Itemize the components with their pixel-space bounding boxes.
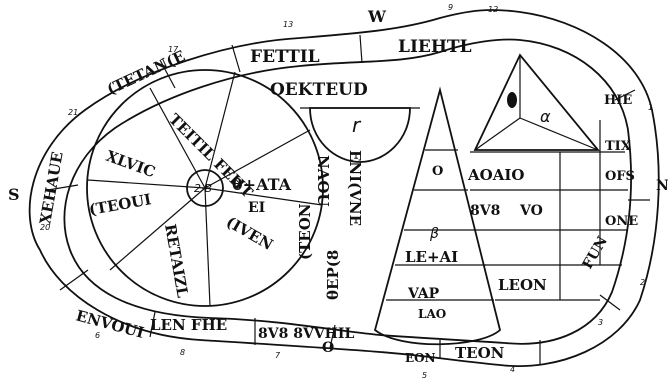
disk-center-label: 2·B — [194, 182, 212, 195]
ring-word: TEON — [455, 344, 505, 362]
disk-sector-label: XLVIC — [104, 147, 158, 181]
tick-number: 2 — [640, 278, 645, 287]
tick-number: 20 — [40, 223, 50, 232]
inner-label: α — [540, 107, 551, 126]
ring-word: (TETAN(E — [104, 47, 188, 99]
tick-number: 5 — [422, 371, 427, 380]
disk-sector-label: EI — [248, 200, 265, 216]
compass-south: O — [322, 340, 334, 356]
inner-label: r — [352, 113, 362, 137]
tick-number: 17 — [168, 45, 179, 54]
ring-word: XEHAUE — [36, 150, 66, 225]
ring-word: HIE — [604, 93, 632, 108]
compass-north: W — [367, 7, 387, 26]
inner-label: θEP(8 — [324, 250, 342, 300]
tick-number: 1 — [648, 103, 653, 112]
inner-label: LEON — [498, 276, 547, 294]
tick-number: 9 — [448, 3, 453, 12]
inner-label: NAOU — [314, 155, 332, 207]
inner-label: TIX — [605, 139, 632, 154]
ring-word: EON — [405, 351, 436, 365]
inner-label: O — [432, 164, 443, 179]
tick-number: 6 — [95, 331, 100, 340]
disk-sector-label: RETAIZL — [161, 223, 192, 300]
tick-number: 3 — [598, 318, 603, 327]
ring-word: 8V8 8VVHIL — [258, 326, 354, 342]
compass-east: N — [656, 178, 668, 194]
inner-label: AOAIO — [467, 166, 524, 184]
inner-label: (TEON — [296, 203, 314, 260]
ring-word: LIEHTL — [398, 37, 472, 57]
tick-number: 13 — [283, 20, 293, 29]
inner-label: ENI(VNE — [346, 150, 364, 226]
ring-word: FETTIL — [250, 47, 320, 67]
tick-number: 4 — [510, 365, 515, 374]
inner-label: ONE — [605, 214, 638, 229]
tick-number: 21 — [68, 108, 78, 117]
ring-word: LEN FHE — [150, 316, 227, 334]
ring-word: FUN — [580, 234, 611, 272]
disk-sector-label: (IVEN — [223, 213, 276, 254]
tick-number: 7 — [275, 351, 281, 360]
inner-label: VO — [519, 203, 543, 219]
inner-label: β — [429, 226, 439, 242]
tick-number: 12 — [488, 5, 498, 14]
inner-label: LE+AI — [405, 248, 458, 266]
inner-label: LAO — [418, 307, 446, 321]
inner-label: OFS — [605, 169, 635, 184]
inner-label: VAP — [407, 286, 440, 302]
compass-west: S — [8, 185, 20, 204]
inner-label: 8V8 — [470, 203, 500, 219]
ring-word: ENVOUI — [74, 306, 146, 341]
disk-sector-label: (TEOUI — [88, 190, 153, 219]
disk-sector-label: θ+ATA — [232, 175, 292, 194]
tick-number: 8 — [180, 348, 185, 357]
inner-label: OEKTEUD — [270, 80, 368, 100]
